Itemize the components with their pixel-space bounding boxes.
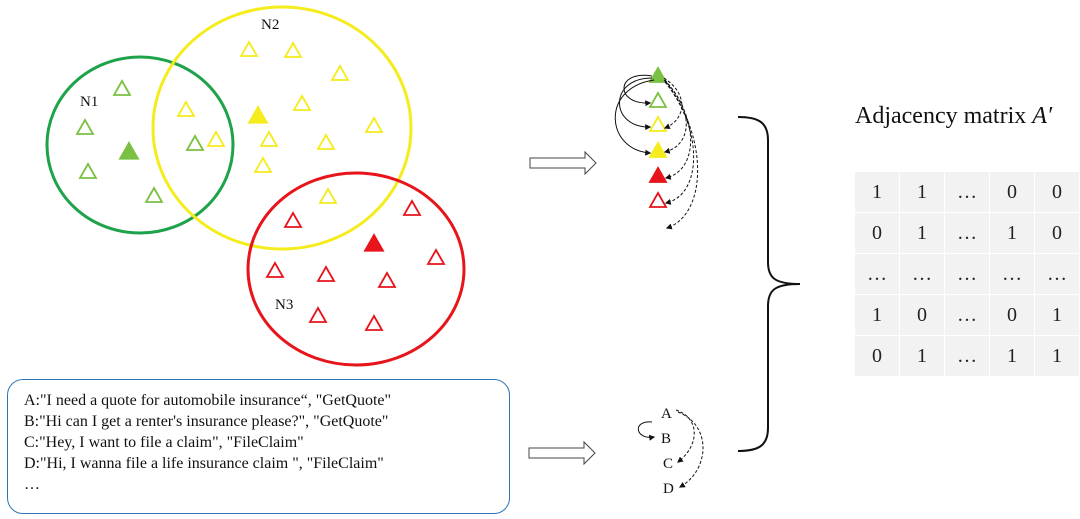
matrix-cell: 0 <box>990 295 1035 335</box>
matrix-title-text: Adjacency matrix <box>855 103 1033 129</box>
utterance-ellipsis: … <box>24 476 40 493</box>
utterance-c: C:"Hey, I want to file a claim", "FileCl… <box>24 434 304 451</box>
n1-member-triangle <box>78 162 98 179</box>
cluster-n2-circle <box>151 5 413 251</box>
n2-member-triangle <box>283 41 303 58</box>
matrix-cell: 1 <box>900 213 945 253</box>
matrix-symbol: A′ <box>1032 103 1053 129</box>
matrix-cell: 1 <box>855 295 900 335</box>
n1-member-triangle <box>75 118 95 135</box>
n2-member-triangle <box>259 130 279 147</box>
merge-brace <box>737 116 801 452</box>
n2-member-triangle <box>316 133 336 150</box>
matrix-cell: 0 <box>1035 213 1080 253</box>
triangle-points <box>75 40 446 331</box>
matrix-cell: 1 <box>855 172 900 212</box>
matrix-cell: 0 <box>855 336 900 376</box>
matrix-cell: 0 <box>990 172 1035 212</box>
n3-member-triangle <box>377 271 397 288</box>
matrix-cell: 1 <box>1035 336 1080 376</box>
cluster-n1-circle <box>45 55 235 235</box>
matrix-cell: … <box>990 254 1035 294</box>
n2-member-triangle <box>253 156 273 173</box>
n2-member-triangle <box>330 64 350 81</box>
matrix-cell: … <box>1035 254 1080 294</box>
node-a: A <box>661 406 672 422</box>
utterance-a: A:"I need a quote for automobile insuran… <box>24 392 392 409</box>
utterance-b: B:"Hi can I get a renter's insurance ple… <box>24 413 389 430</box>
triangle-graph <box>614 66 699 230</box>
matrix-cell: 0 <box>855 213 900 253</box>
n3-member-triangle <box>364 314 384 331</box>
matrix-cell: 1 <box>990 213 1035 253</box>
node-c: C <box>663 456 673 472</box>
n1-member-triangle <box>112 79 132 96</box>
matrix-cell: … <box>945 172 990 212</box>
matrix-cell: … <box>945 254 990 294</box>
graph-node-n3-center <box>648 166 668 183</box>
matrix-cell: 1 <box>1035 295 1080 335</box>
matrix-cell: 1 <box>990 336 1035 376</box>
cluster-label-n1: N1 <box>80 94 98 110</box>
n2-member-triangle <box>318 187 338 204</box>
cluster-circles <box>45 5 466 367</box>
matrix-cell: … <box>855 254 900 294</box>
n1-member-triangle <box>144 186 164 203</box>
n2-center-triangle <box>247 105 269 124</box>
n2-member-triangle <box>206 130 226 147</box>
arrow-to-letter-graph <box>528 440 596 466</box>
matrix-row: …………… <box>855 254 1080 295</box>
matrix-cell: … <box>945 213 990 253</box>
graph-node-n2-center <box>648 141 668 158</box>
matrix-cell: 1 <box>900 336 945 376</box>
n3-center-triangle <box>363 233 385 252</box>
n2-member-triangle <box>176 100 196 117</box>
cluster-n3-circle <box>246 171 466 367</box>
matrix-cell: … <box>900 254 945 294</box>
graph-node-n2-member <box>648 115 668 132</box>
n3-member-triangle <box>283 211 303 228</box>
n3-member-triangle <box>316 265 336 282</box>
node-d: D <box>663 481 674 497</box>
graph-node-n3-member <box>648 191 668 208</box>
utterance-box: A:"I need a quote for automobile insuran… <box>7 379 510 514</box>
n1-center-triangle <box>118 141 140 160</box>
matrix-cell: 1 <box>900 172 945 212</box>
n2-member-triangle <box>239 40 259 57</box>
cluster-label-n2: N2 <box>261 17 279 33</box>
letter-graph: A B C D <box>637 406 704 497</box>
n2-member-triangle <box>364 116 384 133</box>
n3-member-triangle <box>265 261 285 278</box>
graph-node-n1-center <box>648 66 668 83</box>
n3-member-triangle <box>402 199 422 216</box>
utterance-d: D:"Hi, I wanna file a life insurance cla… <box>24 455 384 472</box>
n2-member-triangle <box>292 94 312 111</box>
n3-member-triangle <box>426 248 446 265</box>
matrix-cell: … <box>945 336 990 376</box>
n3-member-triangle <box>308 306 328 323</box>
arrow-to-graph <box>529 150 597 176</box>
matrix-cell: … <box>945 295 990 335</box>
n1-member-triangle <box>185 134 205 151</box>
matrix-cell: 0 <box>900 295 945 335</box>
cluster-label-n3: N3 <box>275 297 293 313</box>
matrix-title: Adjacency matrix A′ <box>855 103 1052 130</box>
matrix-cell: 0 <box>1035 172 1080 212</box>
graph-node-n1-member <box>648 91 668 108</box>
node-b: B <box>661 431 671 447</box>
